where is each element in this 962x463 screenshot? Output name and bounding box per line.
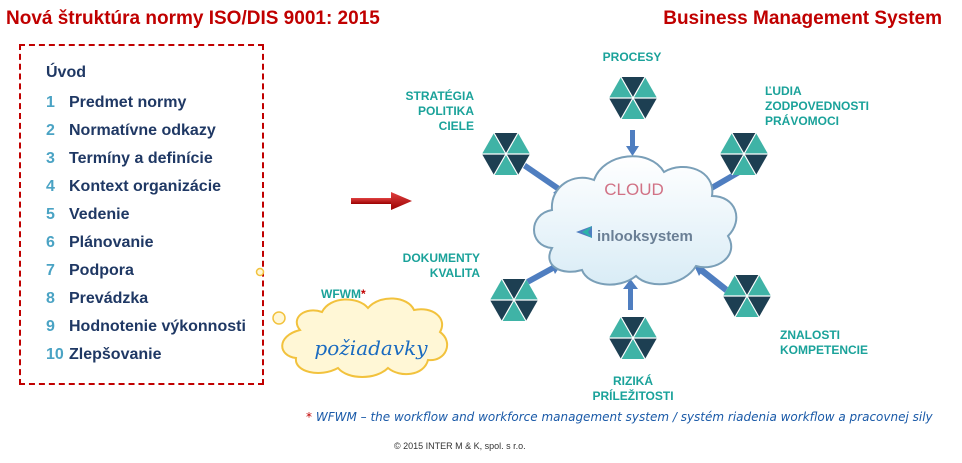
node-label-line: ZODPOVEDNOSTI	[765, 99, 895, 114]
wfwm-tag: WFWM*	[321, 287, 366, 301]
thought-bubble	[257, 269, 448, 378]
node-label-line: PROCESY	[592, 50, 672, 65]
node-label-line: ZNALOSTI	[780, 328, 890, 343]
node-label-line: KVALITA	[380, 266, 480, 281]
logo-text: inlooksystem	[597, 228, 693, 245]
footnote-text: WFWM – the workflow and workforce manage…	[316, 410, 933, 424]
node-dokumenty-icon	[490, 279, 538, 321]
node-label-ludia: ĽUDIA ZODPOVEDNOSTI PRÁVOMOCI	[765, 84, 895, 129]
node-label-line: ĽUDIA	[765, 84, 895, 99]
node-label-procesy: PROCESY	[592, 50, 672, 65]
node-label-line: RIZIKÁ	[573, 374, 693, 389]
node-strategia-icon	[482, 133, 530, 175]
footnote-star: *	[306, 410, 312, 424]
wfwm-tag-star: *	[361, 287, 366, 301]
node-rizika-icon	[609, 317, 657, 359]
copyright: © 2015 INTER M & K, spol. s r.o.	[394, 441, 526, 451]
cloud-label: CLOUD	[574, 180, 694, 200]
bubble-text: požiadavky	[296, 336, 446, 360]
node-label-dokumenty: DOKUMENTY KVALITA	[380, 251, 480, 281]
node-label-line: POLITIKA	[386, 104, 474, 119]
node-znalosti-icon	[723, 275, 771, 317]
node-label-line: STRATÉGIA	[386, 89, 474, 104]
node-label-line: CIELE	[386, 119, 474, 134]
node-label-znalosti: ZNALOSTI KOMPETENCIE	[780, 328, 890, 358]
cloud-shape	[534, 156, 736, 284]
node-label-line: PRÁVOMOCI	[765, 114, 895, 129]
node-label-line: DOKUMENTY	[380, 251, 480, 266]
wfwm-tag-text: WFWM	[321, 287, 361, 301]
node-procesy-icon	[609, 77, 657, 119]
node-label-line: KOMPETENCIE	[780, 343, 890, 358]
node-ludia-icon	[720, 133, 768, 175]
node-label-rizika: RIZIKÁ PRÍLEŽITOSTI	[573, 374, 693, 404]
node-label-line: PRÍLEŽITOSTI	[573, 389, 693, 404]
footnote: * WFWM – the workflow and workforce mana…	[306, 410, 933, 424]
node-label-strategia: STRATÉGIA POLITIKA CIELE	[386, 89, 474, 134]
red-arrow-icon	[351, 192, 412, 210]
